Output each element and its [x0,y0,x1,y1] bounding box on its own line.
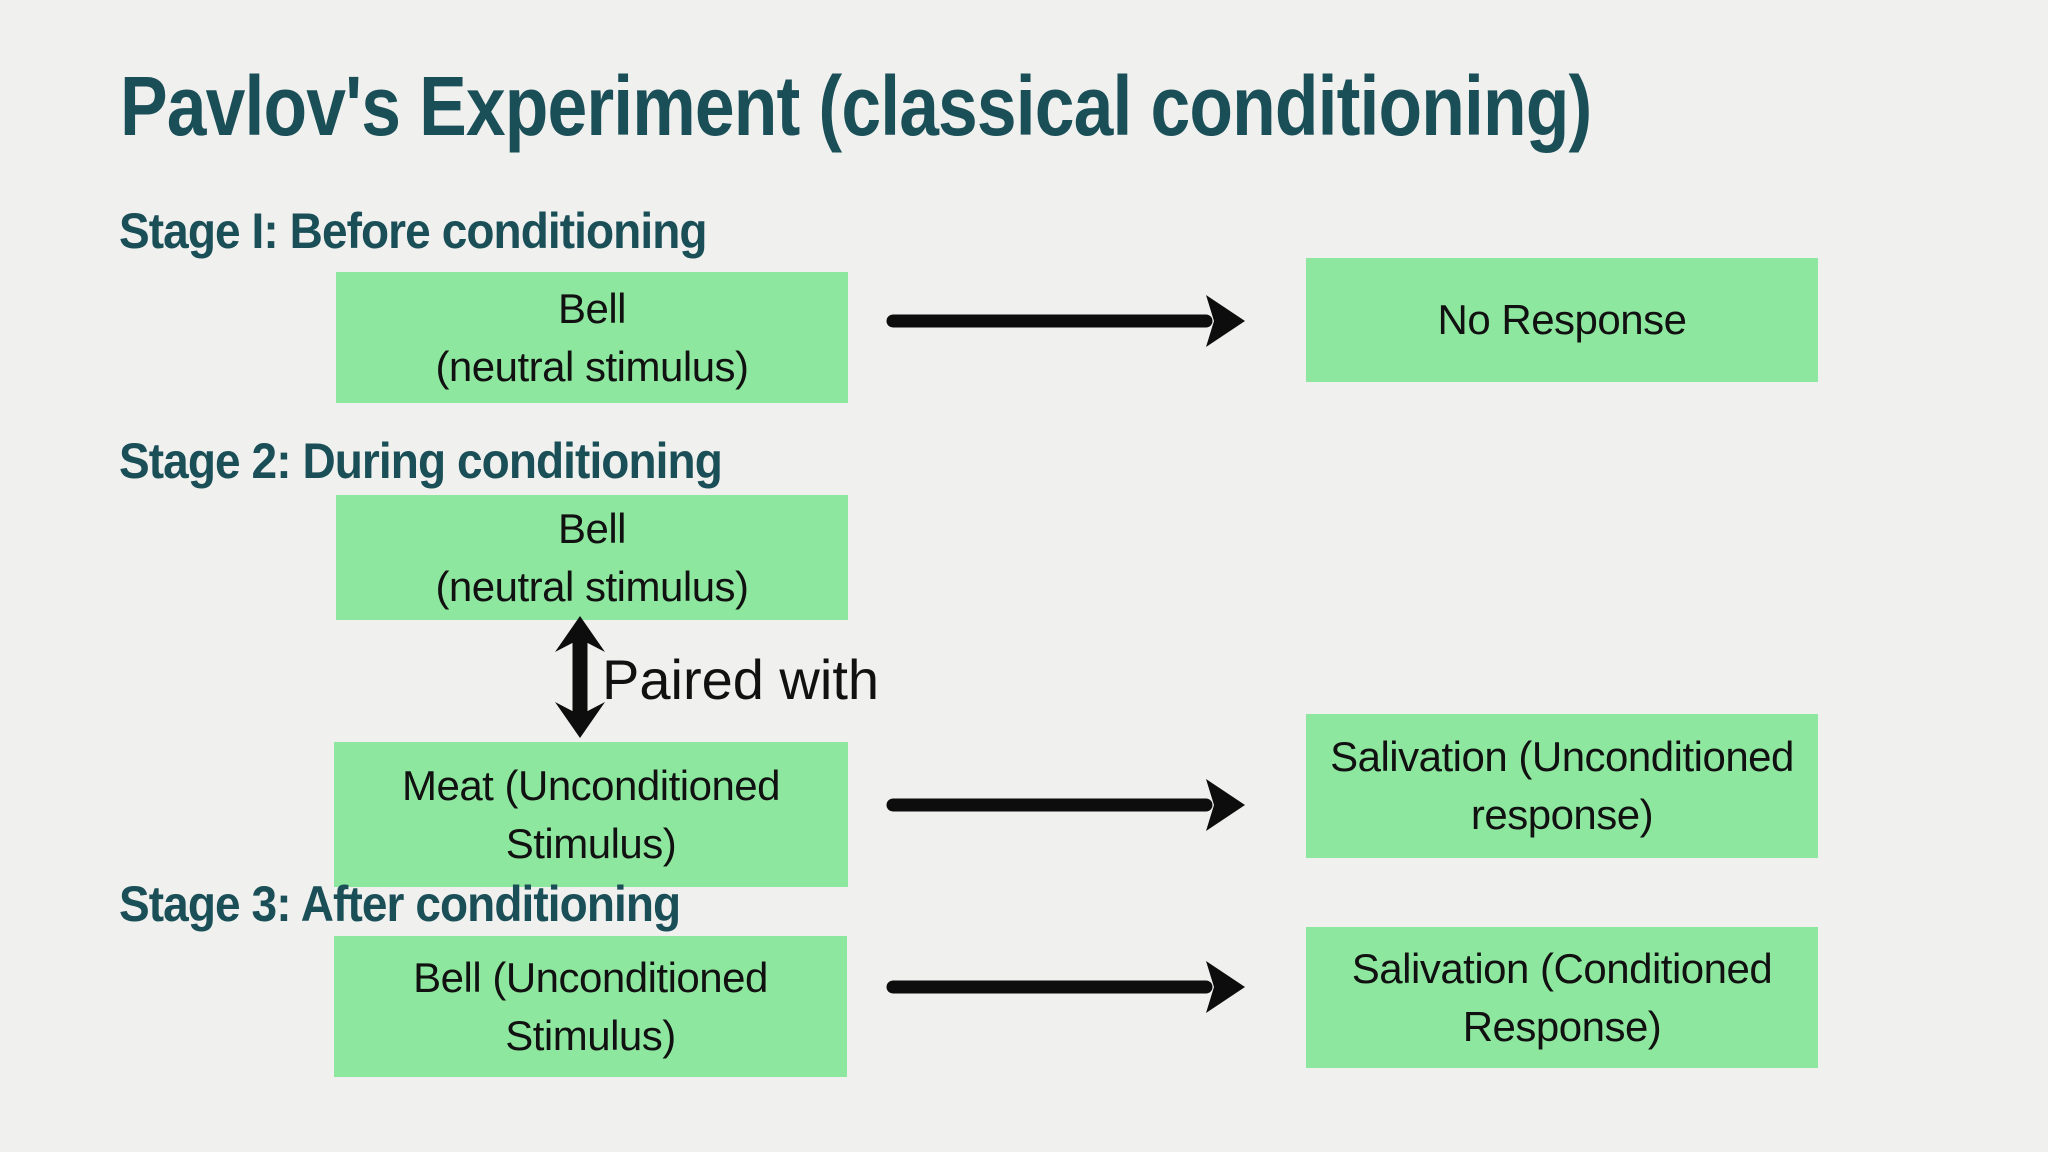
box-text-line: Bell (Unconditioned [413,953,768,1001]
double-arrow-vertical-icon [555,616,605,738]
box-text-line: Bell [557,504,627,552]
box-text-line: Salivation (Unconditioned [1330,733,1794,780]
arrow-right-svg [886,779,1245,831]
box-text-line: Meat (Unconditioned [401,761,781,809]
bell-unconditioned-stimulus-box: Bell (Unconditioned Stimulus) [334,936,847,1077]
box-text-line: Stimulus) [505,1011,676,1059]
arrow-right-svg [886,961,1245,1013]
page-title: Pavlov's Experiment (classical condition… [120,59,1592,153]
salivation-conditioned-response-box: Salivation (Conditioned Response) [1306,927,1818,1068]
paired-with-label: Paired with [602,648,880,711]
stage-3-heading: Stage 3: After conditioning [119,876,681,932]
salivation-unconditioned-response-box: Salivation (Unconditioned response) [1306,714,1818,858]
box-text-line: No Response [1437,296,1687,343]
arrow-right-icon [884,960,1245,1014]
no-response-box: No Response [1306,258,1818,382]
meat-unconditioned-stimulus-box: Meat (Unconditioned Stimulus) [334,742,848,887]
box-text-line: (neutral stimulus) [435,342,749,390]
arrow-right-icon [884,294,1245,348]
box-text-line: Stimulus) [505,819,677,867]
stage-1-heading: Stage I: Before conditioning [119,203,708,259]
box-text-line: Response) [1462,1002,1662,1050]
arrow-right-icon [884,778,1245,832]
stage-2-heading: Stage 2: During conditioning [119,433,723,489]
bell-neutral-stimulus-box-stage1: Bell (neutral stimulus) [336,272,848,403]
bell-neutral-stimulus-box-stage2: Bell (neutral stimulus) [336,495,848,620]
double-arrow-svg [555,616,605,738]
box-text-line: response) [1470,791,1654,838]
arrow-right-svg [886,295,1245,347]
box-text-line: (neutral stimulus) [435,562,749,610]
box-text-line: Bell [557,284,627,332]
box-text-line: Salivation (Conditioned [1351,944,1773,992]
